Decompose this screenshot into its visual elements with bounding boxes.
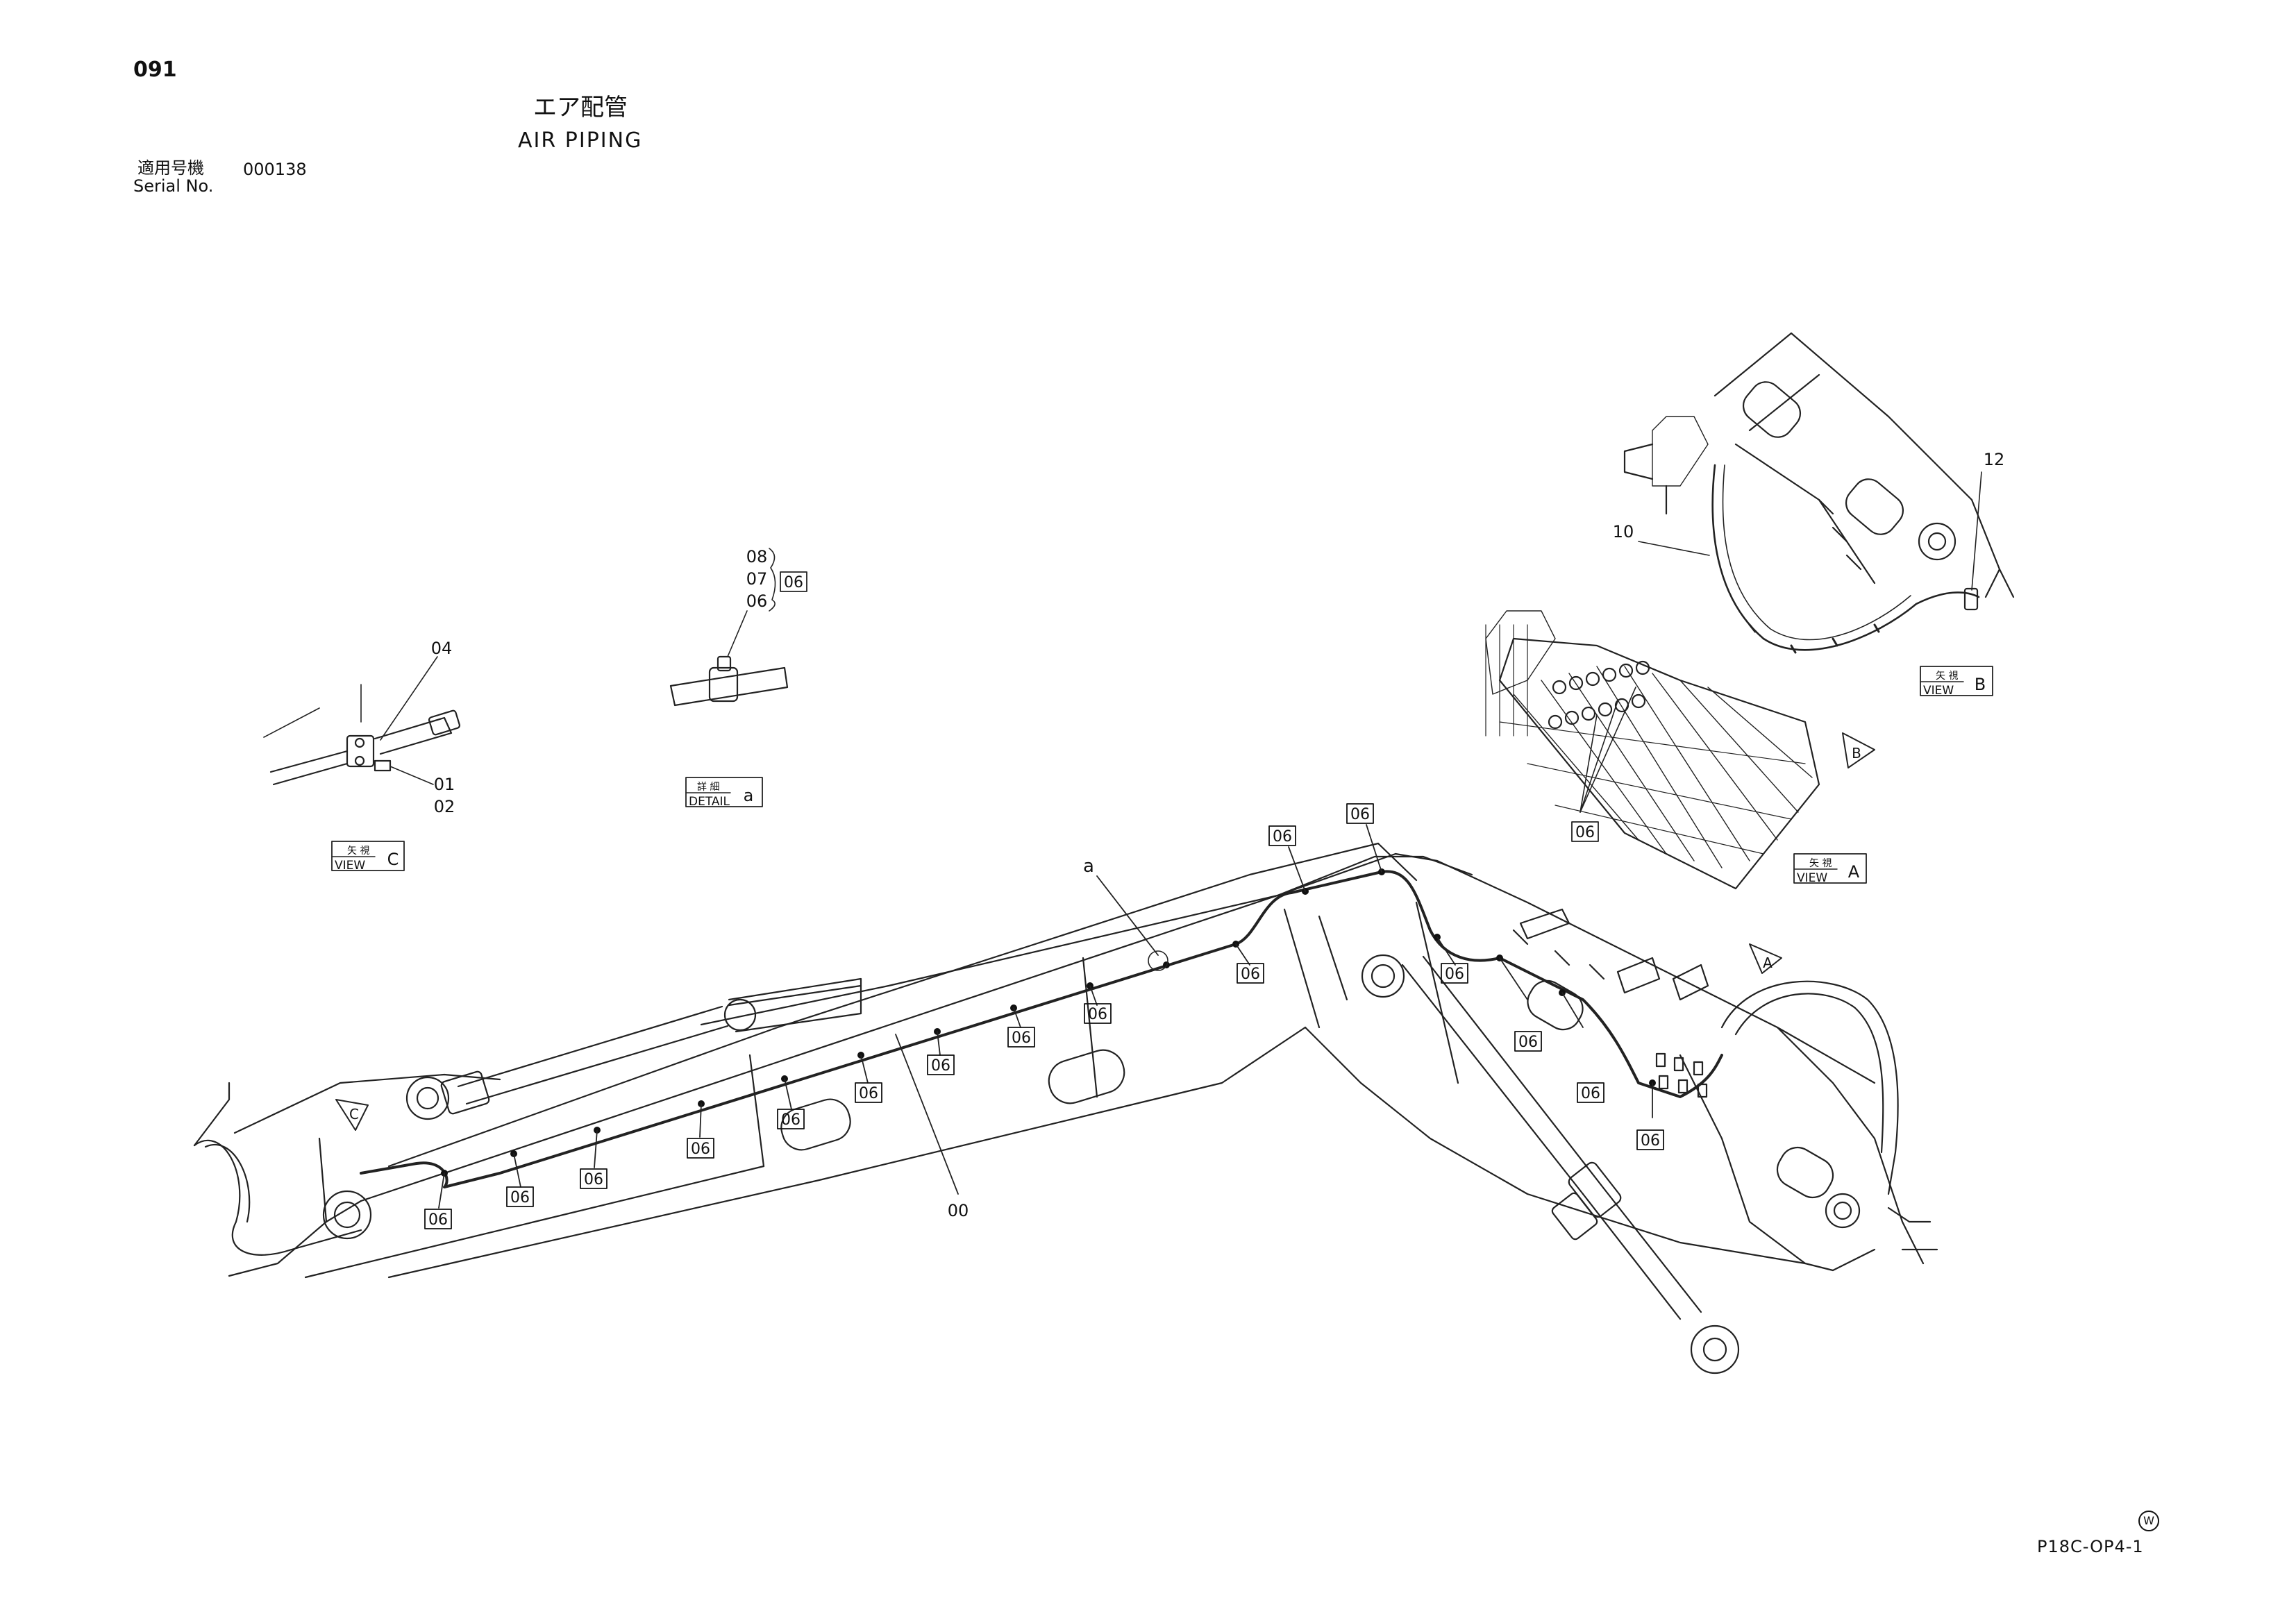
svg-text:06: 06 <box>428 1211 448 1229</box>
clamp-callout: 06 <box>777 1109 805 1129</box>
svg-text:06: 06 <box>1518 1034 1538 1051</box>
clamp-callout: 06 <box>506 1186 534 1207</box>
svg-text:06: 06 <box>1241 966 1260 983</box>
svg-text:10: 10 <box>1613 522 1634 541</box>
svg-text:06: 06 <box>781 1111 801 1129</box>
clamp-callout: 06 <box>1007 1027 1035 1048</box>
svg-text:C: C <box>349 1106 359 1122</box>
svg-text:02: 02 <box>434 797 455 816</box>
boom-structure <box>193 842 1938 1374</box>
serial-number-value: 000138 <box>243 160 307 179</box>
svg-text:06: 06 <box>1581 1085 1600 1102</box>
svg-text:矢 視: 矢 視 <box>1936 671 1958 682</box>
clamp-callout: 06 <box>424 1209 452 1229</box>
svg-text:VIEW: VIEW <box>335 859 365 873</box>
clamp-callout: 06 <box>927 1054 955 1075</box>
svg-text:01: 01 <box>434 775 455 794</box>
clamp-callout: 06 <box>1577 1082 1604 1103</box>
serial-label-english: Serial No. <box>133 176 214 196</box>
svg-text:06: 06 <box>859 1085 878 1102</box>
svg-text:06: 06 <box>1641 1132 1660 1150</box>
arrow-marker-a: A <box>1749 943 1782 974</box>
svg-text:06: 06 <box>931 1057 950 1075</box>
svg-text:06: 06 <box>691 1141 710 1158</box>
clamp-callout: 06 <box>855 1082 882 1103</box>
pipe-clamp-dots <box>441 868 1656 1177</box>
svg-text:06: 06 <box>1575 824 1595 841</box>
svg-text:04: 04 <box>431 639 453 658</box>
svg-text:矢 視: 矢 視 <box>1809 858 1832 869</box>
svg-text:a: a <box>744 786 754 805</box>
clamp-callout: 06 <box>687 1138 714 1159</box>
detail-ref-callout: a <box>1083 856 1168 971</box>
title-english: AIR PIPING <box>518 128 643 153</box>
main-pipe-callout: 00 <box>895 1034 969 1220</box>
svg-text:矢 視: 矢 視 <box>347 846 369 857</box>
svg-text:06: 06 <box>584 1171 603 1188</box>
clamp-callout: 06 <box>1514 1031 1542 1052</box>
svg-text:06: 06 <box>1012 1029 1031 1047</box>
drawing-number: P18C-OP4-1 <box>2037 1537 2144 1556</box>
svg-text:詳 細: 詳 細 <box>697 782 719 793</box>
svg-text:12: 12 <box>1984 450 2005 469</box>
svg-text:A: A <box>1763 955 1773 971</box>
clamp-callout: 06 <box>1268 825 1296 846</box>
svg-text:06: 06 <box>784 574 803 591</box>
air-pipe-line <box>360 870 1723 1188</box>
svg-text:VIEW: VIEW <box>1923 684 1954 698</box>
clamp-callout: 06 <box>580 1168 607 1189</box>
view-a-detail: 06 B 矢 視 VIEW A <box>1485 610 1875 890</box>
svg-text:A: A <box>1848 862 1860 882</box>
view-b-detail: 10 12 矢 視 VIEW B <box>1613 332 2015 698</box>
svg-text:06: 06 <box>1350 806 1370 823</box>
svg-text:VIEW: VIEW <box>1797 871 1827 885</box>
clamp-callout: 06 <box>1441 963 1468 984</box>
svg-text:06: 06 <box>1445 966 1464 983</box>
svg-text:06: 06 <box>1273 828 1292 846</box>
svg-text:07: 07 <box>746 569 768 589</box>
serial-label-japanese: 適用号機 <box>137 158 204 178</box>
clamp-callout: 06 <box>1636 1129 1664 1150</box>
w-mark-icon: W <box>2138 1511 2159 1531</box>
svg-text:a: a <box>1083 856 1094 877</box>
page-number: 091 <box>133 58 177 82</box>
arrow-marker-c: C <box>335 1099 369 1131</box>
clamp-callout: 06 <box>1346 803 1374 824</box>
svg-text:06: 06 <box>1088 1006 1107 1023</box>
svg-text:08: 08 <box>746 547 768 566</box>
clamp-callout: 06 <box>1084 1003 1112 1024</box>
svg-text:DETAIL: DETAIL <box>689 795 730 809</box>
svg-text:00: 00 <box>948 1201 969 1220</box>
view-c-detail: 04 01 02 矢 視 VIEW C <box>263 639 461 873</box>
title-japanese: エア配管 <box>533 94 628 121</box>
clamp-callout: 06 <box>1237 963 1264 984</box>
detail-a: 08 07 06 06 詳 細 DETAIL a <box>669 547 807 809</box>
svg-text:B: B <box>1852 745 1861 762</box>
svg-text:B: B <box>1975 675 1986 694</box>
clamp-callouts: 06 06 06 06 06 06 06 06 06 06 06 06 06 0… <box>424 803 1664 1229</box>
svg-text:06: 06 <box>746 591 768 611</box>
svg-text:C: C <box>387 850 399 869</box>
svg-text:06: 06 <box>510 1189 530 1206</box>
